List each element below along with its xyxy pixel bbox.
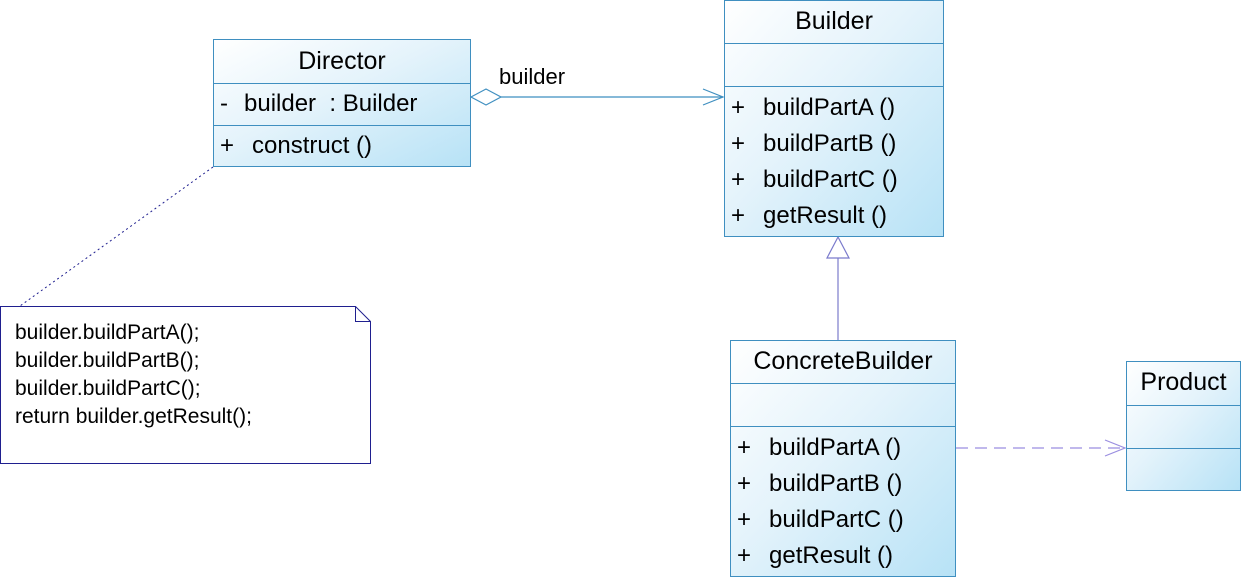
note-line: builder.buildPartC(); (15, 377, 201, 400)
association-role-label: builder (499, 64, 566, 89)
operation-text: buildPartB () (763, 130, 897, 157)
operation-row[interactable]: + buildPartA () (731, 430, 955, 466)
concrete-builder-class[interactable]: ConcreteBuilder + buildPartA () + buildPar… (730, 340, 956, 577)
operations-compartment: + construct () (214, 125, 470, 166)
visibility-marker: + (737, 470, 752, 497)
class-name: ConcreteBuilder (753, 347, 933, 375)
visibility-marker: + (731, 202, 746, 229)
note-line: builder.buildPartB(); (15, 349, 200, 372)
operations-compartment (1127, 448, 1240, 490)
operation-row[interactable]: + buildPartB () (731, 466, 955, 502)
builder-class[interactable]: Builder + buildPartA () + buildPartB () + b… (724, 0, 944, 237)
visibility-marker: + (220, 132, 235, 159)
operation-text: buildPartC () (769, 506, 904, 533)
class-name-compartment: Director (214, 40, 470, 83)
construct-note[interactable]: builder.buildPartA(); builder.buildPartB… (0, 306, 371, 464)
director-class[interactable]: Director -builder : Builder + construct (… (213, 39, 471, 167)
operation-row[interactable]: + getResult () (731, 538, 955, 574)
visibility-marker: - (220, 90, 228, 117)
note-anchor-line (19, 166, 214, 307)
operation-row[interactable]: + buildPartC () (725, 162, 943, 198)
operation-row[interactable]: + buildPartC () (731, 502, 955, 538)
class-name-compartment: Product (1127, 362, 1240, 405)
visibility-marker: + (737, 434, 752, 461)
operation-text: getResult () (763, 202, 888, 229)
operation-text: construct () (252, 132, 373, 159)
visibility-marker: + (731, 166, 746, 193)
operation-text: buildPartA () (763, 94, 896, 121)
operations-compartment: + buildPartA () + buildPartB () + buildPart… (725, 86, 943, 236)
operations-compartment: + buildPartA () + buildPartB () + buildPart… (731, 426, 955, 576)
association-arrowhead (702, 88, 725, 106)
visibility-marker: + (731, 130, 746, 157)
visibility-marker: + (737, 506, 752, 533)
class-name-compartment: Builder (725, 1, 943, 43)
class-name: Builder (795, 7, 873, 35)
visibility-marker: + (737, 542, 752, 569)
attributes-compartment (731, 383, 955, 426)
note-fold (355, 306, 371, 322)
operation-text: getResult () (769, 542, 894, 569)
attributes-compartment (1127, 405, 1240, 448)
generalization-triangle (826, 235, 850, 259)
operation-row[interactable]: + getResult () (725, 198, 943, 234)
operation-text: buildPartB () (769, 470, 903, 497)
attributes-compartment (725, 43, 943, 86)
class-name: Product (1140, 368, 1227, 396)
attributes-compartment: -builder : Builder (214, 83, 470, 125)
attribute-row[interactable]: -builder : Builder (214, 86, 470, 122)
class-name-compartment: ConcreteBuilder (731, 341, 955, 383)
note-line: return builder.getResult(); (15, 405, 252, 428)
operation-text: buildPartC () (763, 166, 898, 193)
operation-row[interactable]: + construct () (214, 128, 470, 164)
note-shape (0, 306, 371, 464)
visibility-marker: + (731, 94, 746, 121)
operation-text: buildPartA () (769, 434, 902, 461)
attribute-text: builder : Builder (244, 90, 418, 117)
class-name: Director (298, 47, 386, 75)
note-text: builder.buildPartA(); builder.buildPartB… (15, 319, 252, 431)
product-class[interactable]: Product (1126, 361, 1241, 491)
operation-row[interactable]: + buildPartB () (725, 126, 943, 162)
aggregation-diamond (469, 88, 503, 106)
operation-row[interactable]: + buildPartA () (725, 90, 943, 126)
dependency-arrowhead (1104, 439, 1127, 457)
note-line: builder.buildPartA(); (15, 321, 200, 344)
